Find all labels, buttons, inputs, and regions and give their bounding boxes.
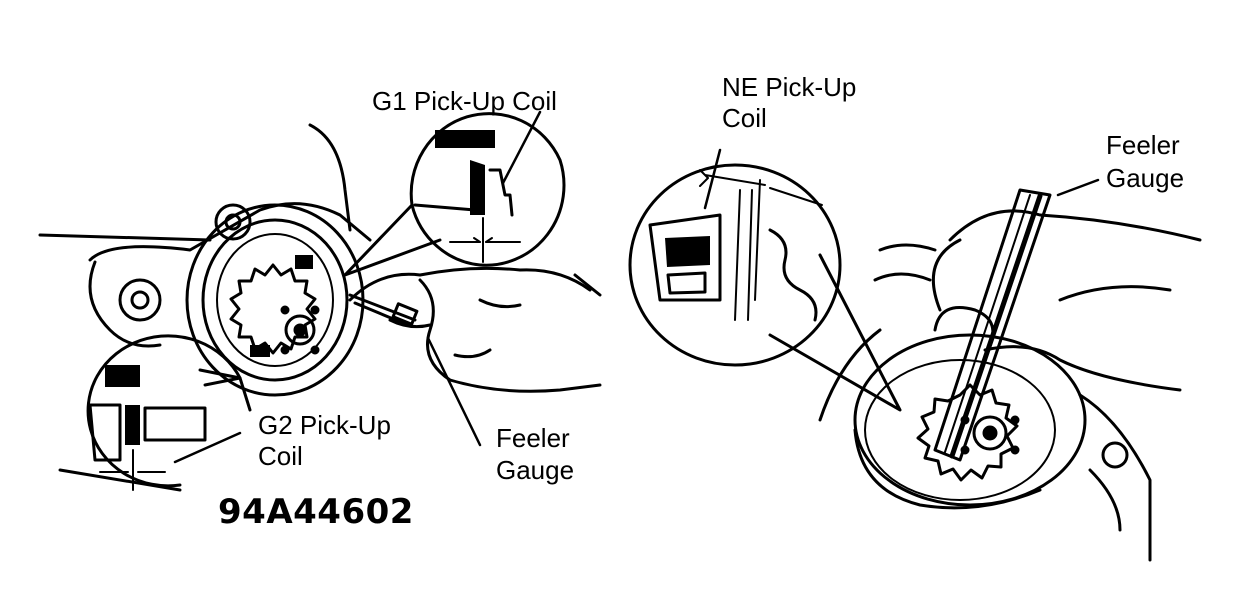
g2-pickup-coil-label-line1: G2 Pick-Up: [258, 410, 391, 440]
g2-pickup-coil-label-line2: Coil: [258, 441, 303, 471]
figure-number: 94A44602: [218, 492, 414, 532]
g1-pickup-coil-label: G1 Pick-Up Coil: [372, 86, 557, 116]
feeler-gauge-right-label-line2: Gauge: [1106, 163, 1185, 193]
feeler-gauge-left-label-line2: Gauge: [496, 455, 575, 485]
g1-detail-callout: [343, 110, 566, 277]
g2-detail-callout: [58, 334, 252, 492]
right-distributor-illustration: [628, 148, 1202, 562]
left-distributor-illustration: [38, 123, 602, 447]
feeler-gauge-right-label-line1: Feeler: [1106, 130, 1180, 160]
feeler-gauge-left-label-line1: Feeler: [496, 423, 570, 453]
ne-pickup-coil-label-line2: Coil: [722, 103, 767, 133]
ne-pickup-coil-label-line1: NE Pick-Up: [722, 72, 857, 102]
